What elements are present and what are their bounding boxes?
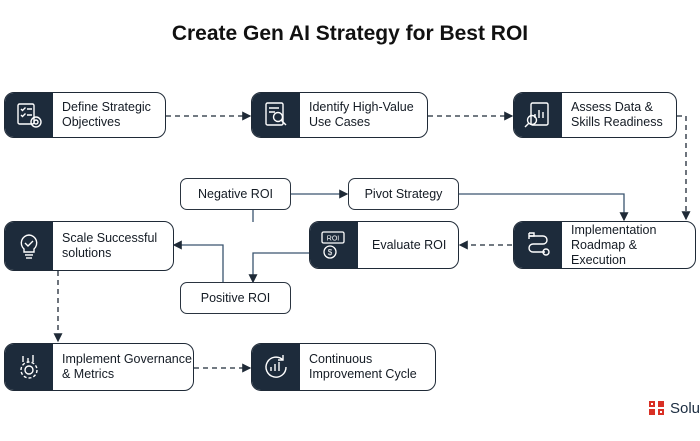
cycle-chart-icon [252, 344, 300, 390]
node-label: Implementation Roadmap & Execution [571, 222, 657, 267]
svg-text:ROI: ROI [327, 236, 340, 243]
node-implement-governance: Implement Governance & Metrics [4, 343, 194, 391]
node-scale-solutions: Scale Successful solutions [4, 221, 174, 271]
pill-negative-roi: Negative ROI [180, 178, 291, 210]
node-label: Implement Governance & Metrics [62, 352, 192, 381]
roi-coin-icon: ROI $ [310, 222, 358, 268]
arrow-pivot-implementation [459, 193, 629, 222]
gear-chart-icon [5, 344, 53, 390]
logo-mark-icon [648, 401, 664, 415]
node-label: Scale Successful solutions [62, 231, 158, 260]
svg-text:$: $ [328, 248, 333, 257]
node-label: Define Strategic Objectives [62, 100, 151, 129]
pill-positive-roi: Positive ROI [180, 282, 291, 314]
node-label: Assess Data & Skills Readiness [571, 100, 663, 129]
lightbulb-check-icon [5, 222, 53, 270]
document-magnifier-icon [252, 93, 300, 137]
logo-text: Solu [669, 399, 700, 417]
node-continuous-improvement: Continuous Improvement Cycle [251, 343, 436, 391]
pill-pivot-strategy: Pivot Strategy [348, 178, 459, 210]
node-label: Evaluate ROI [372, 237, 447, 252]
arrow-assess-implementation [677, 115, 691, 221]
arrow-positive-scale [172, 240, 224, 282]
roadmap-path-icon [514, 222, 562, 268]
page-title: Create Gen AI Strategy for Best ROI [171, 22, 529, 45]
report-magnifier-icon [514, 93, 562, 137]
node-label: Identify High-Value Use Cases [309, 100, 414, 129]
node-define-objectives: Define Strategic Objectives [4, 92, 166, 138]
brand-logo: Solu [648, 399, 700, 417]
node-identify-use-cases: Identify High-Value Use Cases [251, 92, 428, 138]
node-implementation-roadmap: Implementation Roadmap & Execution [513, 221, 696, 269]
node-label: Continuous Improvement Cycle [309, 352, 417, 381]
node-assess-readiness: Assess Data & Skills Readiness [513, 92, 677, 138]
arrow-evaluate-positive [248, 252, 309, 284]
checklist-target-icon [5, 93, 53, 137]
node-evaluate-roi: ROI $ Evaluate ROI [309, 221, 459, 269]
